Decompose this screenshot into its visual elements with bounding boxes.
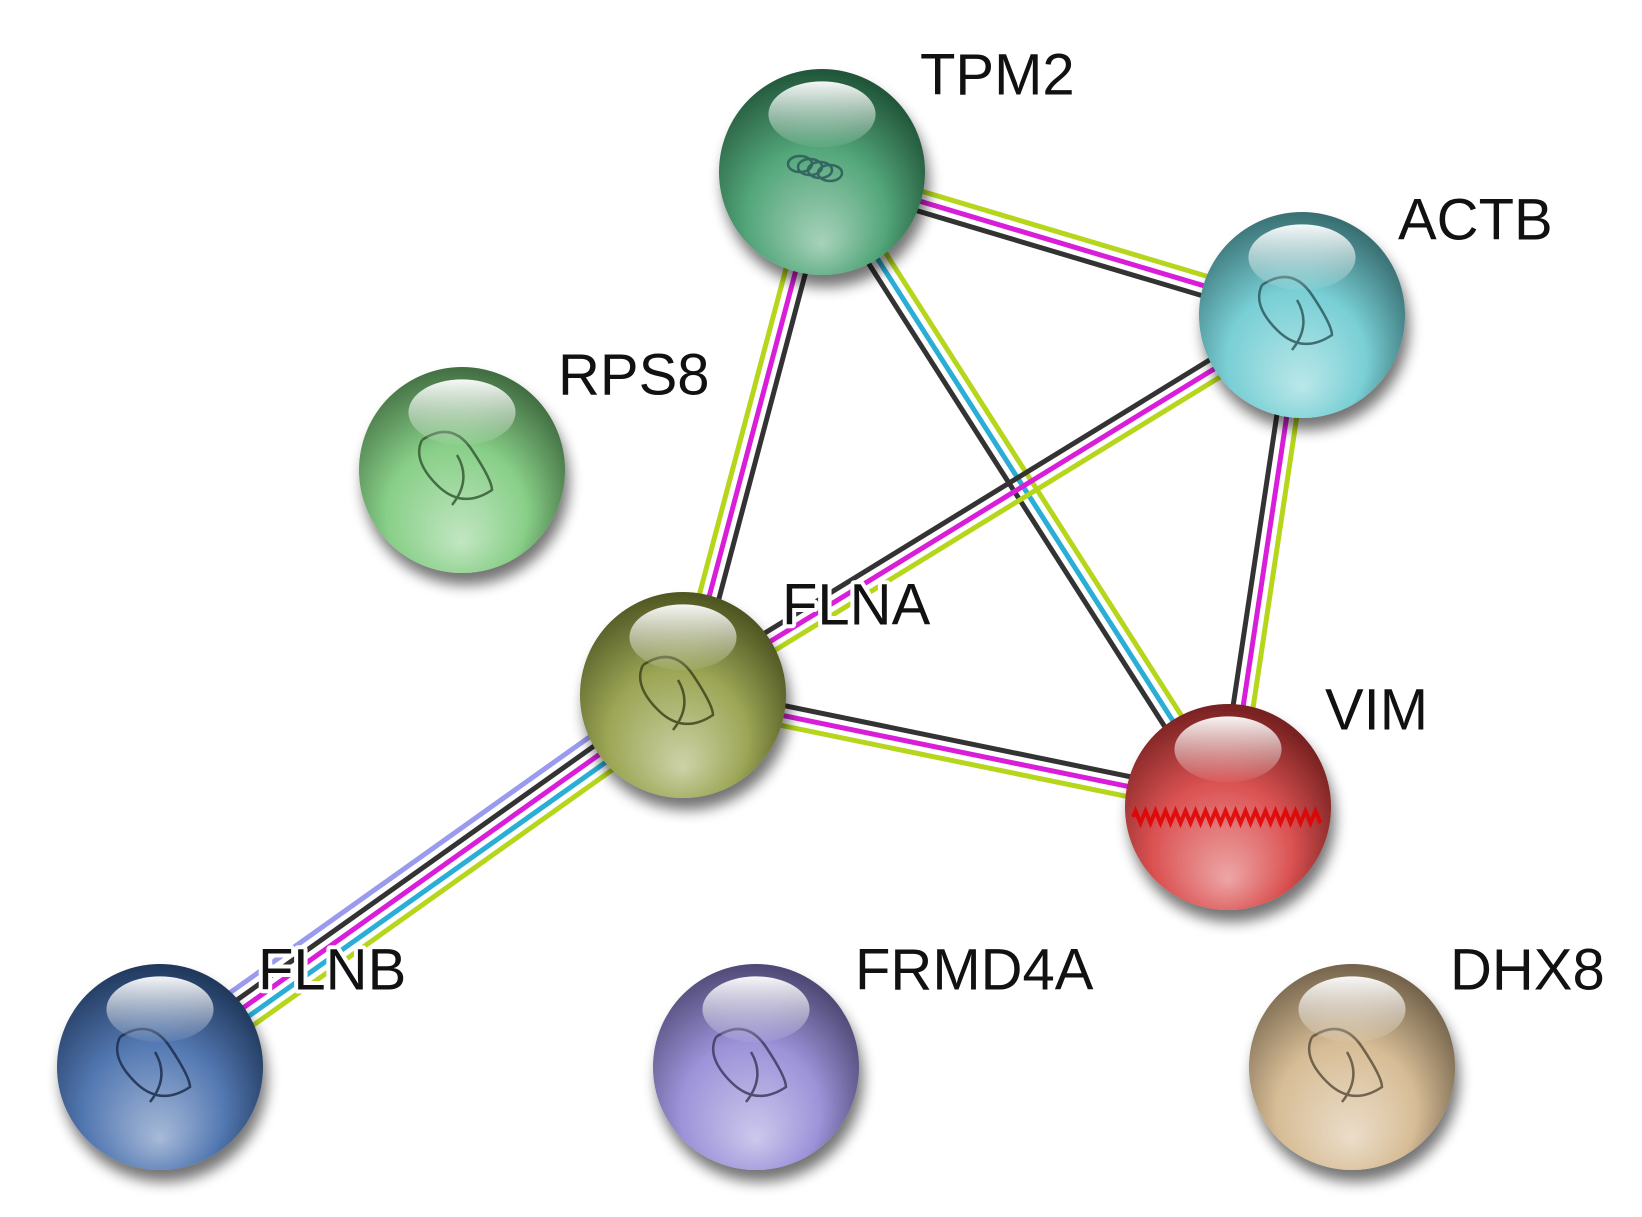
edge-line-coexpression — [676, 304, 1299, 689]
edge-line-experiments — [681, 312, 1304, 698]
node-vim[interactable] — [1125, 704, 1331, 910]
edge-line-databases — [164, 701, 691, 1078]
node-gloss — [106, 976, 214, 1043]
edge-line-databases — [819, 170, 1231, 809]
edge-line-textmining — [170, 709, 697, 1086]
node-gloss — [1298, 976, 1406, 1043]
edge-line-coexpression — [152, 684, 679, 1061]
node-label-dhx8: DHX8 — [1450, 938, 1605, 1003]
nodes-layer — [57, 69, 1455, 1170]
node-gloss — [1248, 224, 1356, 291]
edge-line-textmining — [686, 321, 1309, 706]
node-tpm2[interactable] — [719, 69, 925, 275]
node-flna[interactable] — [580, 592, 786, 798]
node-label-tpm2: TPM2 — [920, 43, 1075, 108]
edge-line-coexpression — [811, 176, 1222, 814]
edge-actb-flna[interactable] — [676, 304, 1309, 706]
edge-line-experiments — [158, 692, 685, 1070]
node-gloss — [702, 976, 810, 1043]
node-label-vim: VIM — [1325, 678, 1428, 743]
edge-tpm2-vim[interactable] — [811, 165, 1239, 814]
node-flnb[interactable] — [57, 964, 263, 1170]
edge-line-homology — [146, 676, 673, 1053]
node-label-flnb: FLNB — [258, 938, 406, 1003]
node-gloss — [408, 379, 516, 446]
node-label-rps8: RPS8 — [558, 343, 710, 408]
coil-icon — [786, 154, 844, 183]
node-dhx8[interactable] — [1249, 964, 1455, 1170]
edge-line-textmining — [828, 165, 1239, 803]
node-actb[interactable] — [1199, 212, 1405, 418]
node-gloss — [768, 81, 876, 148]
node-rps8[interactable] — [359, 367, 565, 573]
edge-flna-flnb[interactable] — [146, 676, 697, 1086]
helix-icon — [1131, 805, 1323, 829]
node-frmd4a[interactable] — [653, 964, 859, 1170]
node-gloss — [1174, 716, 1282, 783]
node-label-actb: ACTB — [1398, 188, 1553, 253]
node-label-frmd4a: FRMD4A — [855, 938, 1094, 1003]
node-label-flna: FLNA — [782, 573, 931, 638]
node-gloss — [629, 604, 737, 671]
